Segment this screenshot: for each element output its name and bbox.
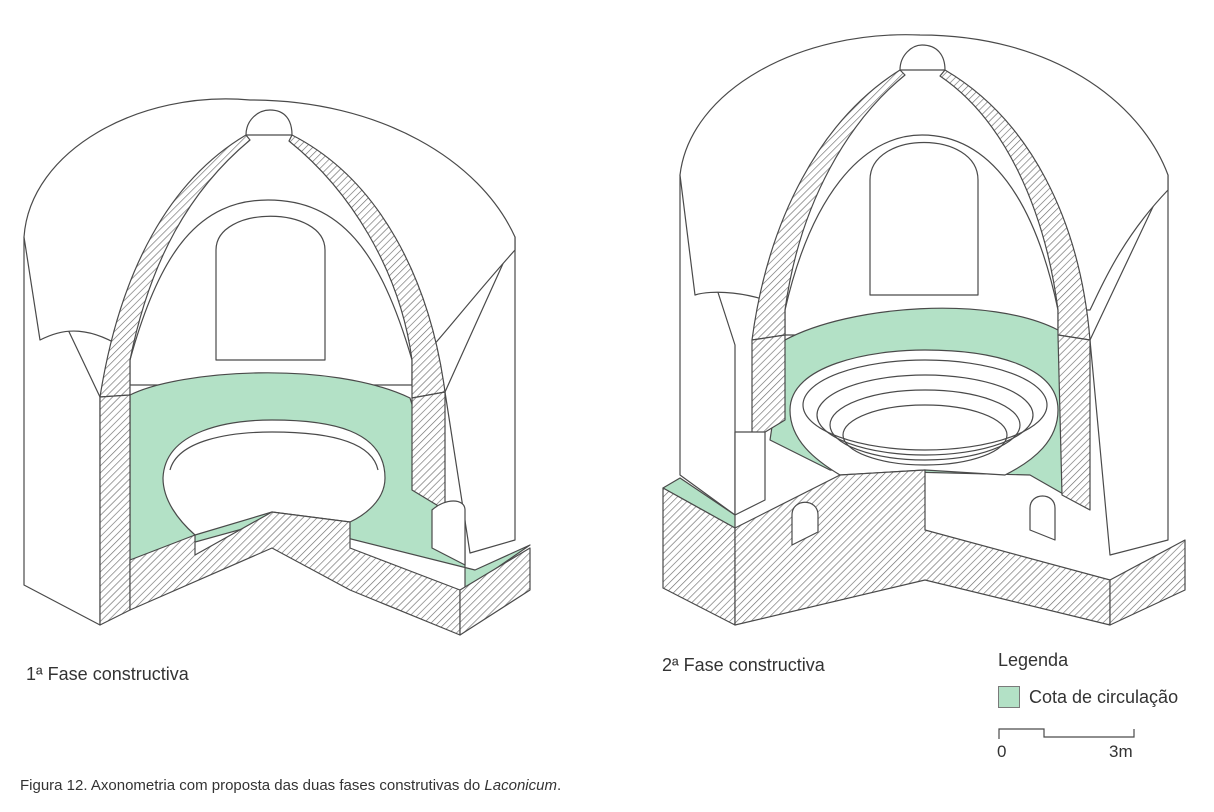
phase-2-right-outer-wall — [1089, 174, 1169, 556]
phase-1-lantern — [245, 109, 293, 136]
phase-2-niche-left — [791, 501, 819, 546]
scale-start-label: 0 — [997, 742, 1007, 761]
scale-end-label: 3m — [1109, 742, 1133, 761]
phase-2-section-left-front — [751, 334, 786, 441]
phase-2-drawing — [662, 34, 1186, 626]
phase-2-lantern — [899, 44, 946, 71]
phase-2-niche-right — [1029, 495, 1056, 541]
legend-swatch — [998, 686, 1020, 708]
phase-1-drawing — [23, 98, 531, 636]
phase-2-pool — [789, 349, 1059, 476]
phase-2-pool-step-3 — [829, 389, 1021, 461]
phase-2-base-front — [734, 469, 1111, 626]
caption-italic: Laconicum — [484, 777, 557, 794]
phase-1-niche — [431, 500, 466, 566]
phase-2-doorway — [869, 142, 979, 296]
phase-1-slab-right — [459, 547, 531, 636]
phase-2-pool-step-2 — [816, 374, 1034, 456]
phase-2-dome-section-left — [751, 69, 906, 341]
scale-bar — [998, 728, 1135, 739]
phase-1-dome-section-left — [99, 134, 251, 398]
phase-1-right-outer-wall — [444, 236, 516, 554]
phase-1-pit — [162, 419, 386, 536]
figure-caption: Figura 12. Axonometria com proposta das … — [20, 777, 561, 794]
legend-item-label: Cota de circulação — [1029, 686, 1179, 707]
legend-title: Legenda — [998, 650, 1069, 670]
caption-end: . — [556, 777, 562, 794]
phase-1-doorway — [215, 215, 326, 361]
phase-2-base-right — [1109, 539, 1186, 626]
phase-1-slab-front — [129, 511, 461, 636]
phase-1-label: 1ª Fase constructiva — [26, 664, 189, 684]
phase-1-dome-section-left-front — [99, 394, 131, 626]
phase-1-dome-section-right-front — [411, 391, 446, 511]
legend-item: Cota de circulação — [998, 686, 1178, 708]
phase-1-pit-rim — [169, 431, 379, 471]
phase-2-wall-door — [734, 431, 766, 516]
phase-2-section-right-front — [1057, 334, 1091, 511]
caption-text: Figura 12. Axonometria com proposta das … — [20, 777, 485, 794]
phase-2-label: 2ª Fase constructiva — [662, 655, 825, 675]
phase-2-pool-step-1 — [802, 359, 1048, 451]
phase-2-pool-step-4 — [842, 404, 1008, 466]
phase-2-dome-section-right — [939, 69, 1091, 341]
